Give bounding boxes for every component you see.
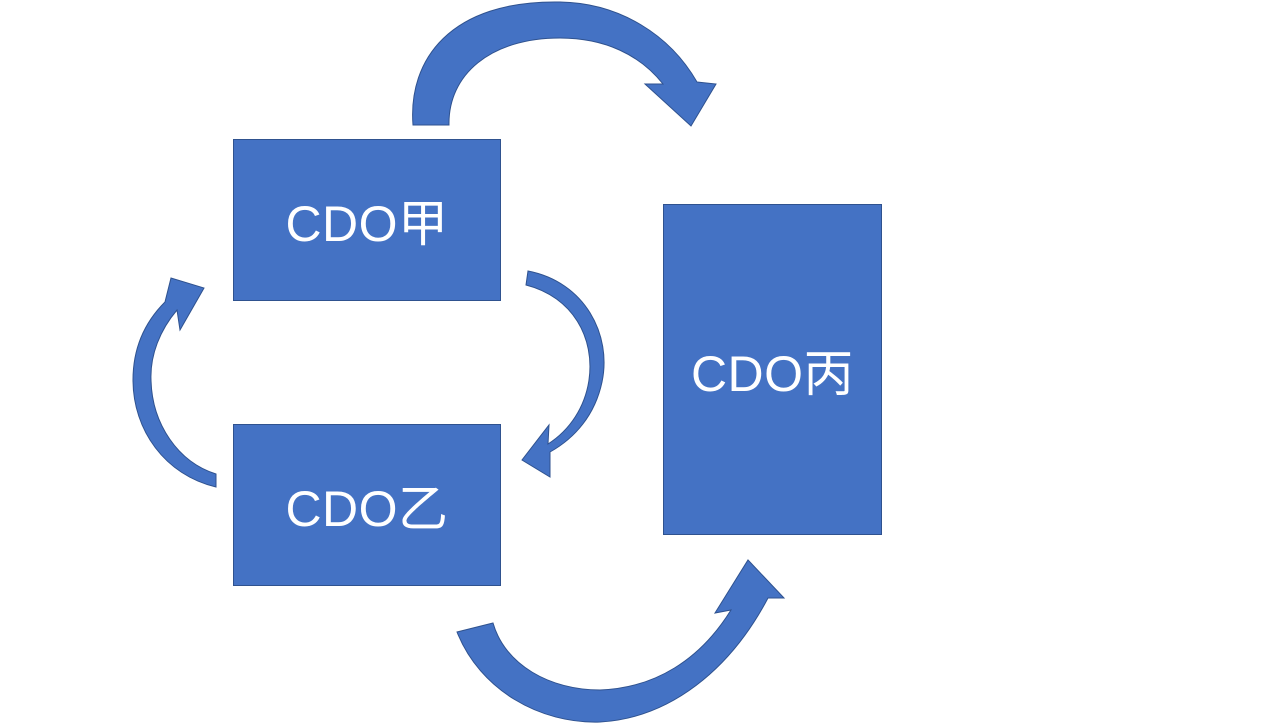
arrow-cdo-b-to-cdo-a bbox=[132, 277, 217, 488]
node-cdo-c: CDO丙 bbox=[663, 204, 882, 535]
arrow-cdo-a-to-cdo-c bbox=[412, 1, 717, 127]
arrow-cdo-a-to-cdo-b bbox=[521, 270, 605, 478]
arrow-cdo-b-to-cdo-c bbox=[456, 559, 786, 723]
node-cdo-b-label: CDO乙 bbox=[285, 481, 449, 537]
node-cdo-a: CDO甲 bbox=[233, 139, 501, 301]
node-cdo-b: CDO乙 bbox=[233, 424, 501, 586]
node-cdo-c-label: CDO丙 bbox=[690, 345, 855, 402]
node-cdo-a-label: CDO甲 bbox=[285, 196, 449, 252]
